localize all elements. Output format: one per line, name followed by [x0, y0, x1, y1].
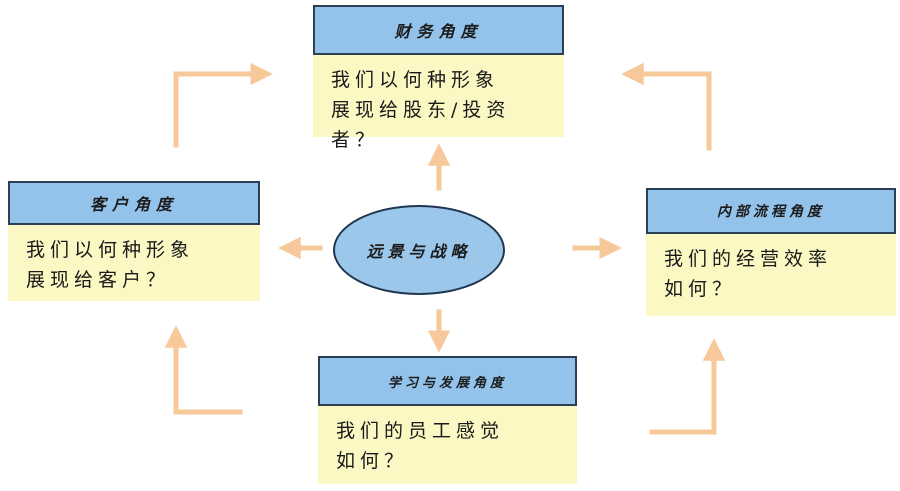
- vision-strategy-ellipse: 远景与战略: [333, 205, 505, 295]
- arrow-customer-to-finance: [173, 62, 273, 148]
- arrow-learning-to-customer: [164, 325, 243, 415]
- learning-growth-perspective-title: 学习与发展角度: [318, 356, 577, 406]
- finance-perspective-question: 我们以何种形象 展现给股东/投资 者？: [331, 69, 511, 151]
- customer-perspective-question: 我们以何种形象 展现给客户？: [26, 239, 195, 291]
- arrow-learning-to-internal: [649, 338, 726, 435]
- arrow-internal-to-finance: [621, 62, 712, 151]
- internal-process-perspective-box: 内部流程角度 我们的经营效率 如何？: [646, 188, 896, 316]
- customer-perspective-box: 客户角度 我们以何种形象 展现给客户？: [8, 181, 260, 301]
- customer-perspective-title: 客户角度: [8, 181, 260, 225]
- learning-growth-perspective-question: 我们的员工感觉 如何？: [336, 420, 505, 472]
- finance-perspective-title: 财务角度: [313, 5, 564, 55]
- internal-process-perspective-question: 我们的经营效率 如何？: [664, 248, 833, 300]
- internal-process-perspective-title: 内部流程角度: [646, 188, 896, 234]
- finance-perspective-box: 财务角度 我们以何种形象 展现给股东/投资 者？: [313, 5, 564, 151]
- learning-growth-perspective-box: 学习与发展角度 我们的员工感觉 如何？: [318, 356, 577, 484]
